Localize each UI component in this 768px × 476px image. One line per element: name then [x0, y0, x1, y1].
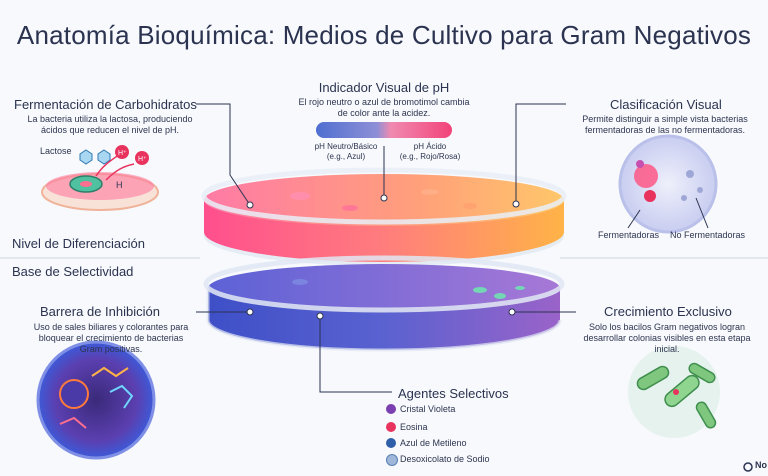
proton-label: H⁺	[118, 150, 127, 157]
corner-logo-icon	[743, 462, 753, 472]
fermenters-label: Fermentadoras	[598, 230, 660, 240]
inhibition-description-1: Uso de sales biliares y colorantes para	[33, 322, 189, 332]
proton-label: H⁺	[138, 156, 147, 163]
selective-agents-heading: Agentes Selectivos	[398, 386, 509, 401]
sodium-deoxycholate-icon	[386, 454, 398, 466]
legend-item-crystal-violet: Cristal Violeta	[386, 404, 456, 414]
classification-plate-illustration	[618, 134, 718, 234]
classification-heading: Clasificación Visual	[610, 97, 722, 112]
bacilli-illustration	[628, 346, 720, 438]
non-fermenters-label: No Fermentadoras	[670, 230, 746, 240]
exclusive-growth-description-1: Solo los bacilos Gram negativos logran	[588, 322, 746, 332]
ph-gradient-bar	[316, 122, 452, 138]
inhibition-description-2: bloquear el crecimiento de bacterias	[38, 333, 184, 343]
differentiation-level-label: Nivel de Diferenciación	[12, 236, 145, 251]
crystal-violet-icon	[386, 404, 396, 414]
leader-lines	[196, 103, 576, 393]
inhibition-heading: Barrera de Inhibición	[40, 304, 160, 319]
fermentation-description-1: La bacteria utiliza la lactosa, producie…	[27, 114, 193, 124]
legend-item-methylene-blue: Azul de Metileno	[386, 438, 467, 448]
fermentation-description-2: ácidos que reducen el nivel de pH.	[40, 125, 180, 135]
legend-item-eosin: Eosina	[386, 422, 428, 432]
ph-indicator-heading: Indicador Visual de pH	[318, 80, 450, 95]
legend-item-label: Desoxicolato de Sodio	[400, 454, 490, 464]
classification-description-2: fermentadoras de las no fermentadoras.	[584, 125, 746, 135]
lactose-label: Lactose	[40, 146, 72, 156]
page-title: Anatomía Bioquímica: Medios de Cultivo p…	[16, 20, 752, 50]
classification-description-1: Permite distinguir a simple vista bacter…	[582, 114, 748, 124]
lower-petri-dish	[203, 255, 565, 352]
ph-indicator-description-2: de color ante la acidez.	[337, 108, 431, 118]
exclusive-growth-description-2: desarrollar colonias visibles en esta et…	[583, 333, 751, 343]
legend-item-label: Azul de Metileno	[400, 438, 467, 448]
corner-mark: No	[755, 460, 767, 470]
leader-dots	[246, 194, 520, 320]
eosin-icon	[386, 422, 396, 432]
fermentation-dish-illustration	[41, 145, 159, 211]
selectivity-base-label: Base de Selectividad	[12, 264, 134, 279]
ph-neutral-label-1: pH Neutro/Básico	[314, 142, 378, 151]
ph-acid-label-2: (e.g., Rojo/Rosa)	[399, 152, 461, 161]
fermentation-heading: Fermentación de Carbohidratos	[14, 97, 197, 112]
legend-item-label: Cristal Violeta	[400, 404, 456, 414]
methylene-blue-icon	[386, 438, 396, 448]
ph-indicator-description-1: El rojo neutro o azul de bromotimol camb…	[298, 97, 470, 107]
h-label: H	[116, 180, 123, 190]
ph-acid-label-1: pH Ácido	[413, 142, 447, 151]
inhibition-description-3: Gram positivas.	[79, 344, 143, 354]
legend-item-sodium-deoxycholate: Desoxicolato de Sodio	[386, 454, 490, 466]
inhibition-cell-illustration	[36, 340, 156, 460]
ph-neutral-label-2: (e.g., Azul)	[326, 152, 366, 161]
exclusive-growth-description-3: inicial.	[654, 344, 680, 354]
exclusive-growth-heading: Crecimiento Exclusivo	[604, 304, 732, 319]
legend-item-label: Eosina	[400, 422, 428, 432]
